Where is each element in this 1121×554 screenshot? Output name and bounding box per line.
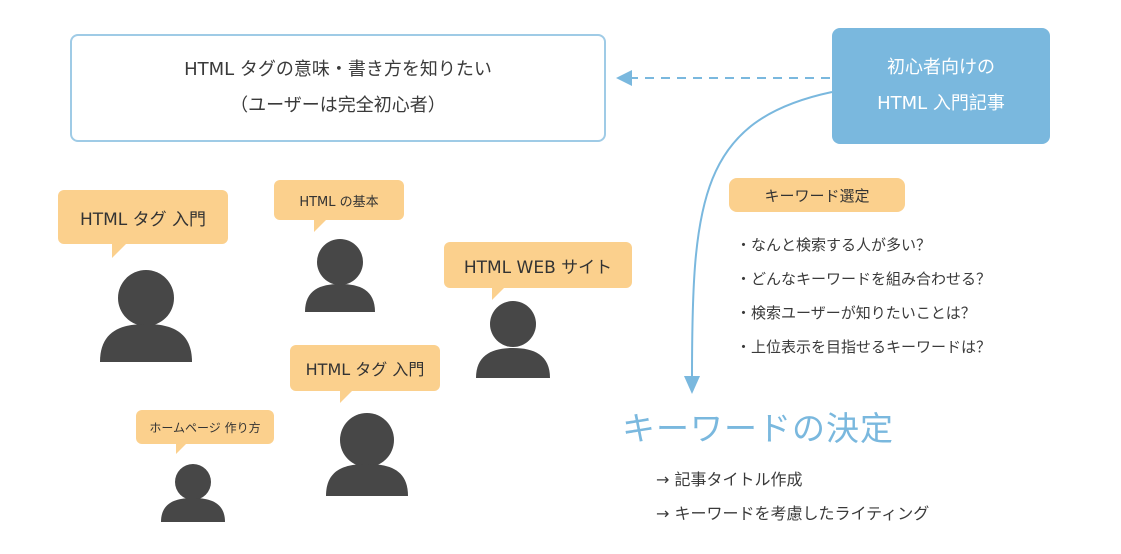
person-icon — [326, 413, 408, 496]
keyword-decision-title: キーワードの決定 — [622, 409, 894, 448]
user-goal-line2: （ユーザーは完全初心者） — [230, 95, 446, 116]
dashed-arrow-head — [616, 70, 632, 86]
search-bubble: HTML WEB サイト — [444, 242, 632, 288]
outcome-item: → キーワードを考慮したライティング — [656, 504, 930, 523]
search-bubble-label: HTML タグ 入門 — [79, 209, 207, 230]
bubble-tail — [112, 244, 126, 258]
search-bubble-label: ホームページ 作り方 — [149, 420, 261, 435]
bubble-tail — [314, 220, 326, 232]
person-icon — [161, 464, 225, 522]
curved-arrow-head — [684, 376, 700, 394]
search-bubble: HTML タグ 入門 — [290, 345, 440, 391]
article-line1: 初心者向けの — [887, 57, 995, 78]
search-bubble-label: HTML WEB サイト — [463, 257, 613, 278]
keyword-question-list: ・なんと検索する人が多い？ ・どんなキーワードを組み合わせる？ ・検索ユーザーが… — [736, 228, 991, 364]
search-bubble: HTML タグ 入門 — [58, 190, 228, 244]
person-icon — [305, 239, 375, 312]
outcome-item: → 記事タイトル作成 — [656, 470, 803, 489]
bubble-tail — [340, 391, 352, 403]
list-item: ・どんなキーワードを組み合わせる？ — [736, 270, 992, 288]
list-item: ・なんと検索する人が多い？ — [736, 236, 932, 254]
search-bubble: HTML の基本 — [274, 180, 404, 220]
keyword-selection-label: キーワード選定 — [764, 186, 870, 205]
search-bubble: ホームページ 作り方 — [136, 410, 274, 444]
user-goal-line1: HTML タグの意味・書き方を知りたい — [184, 59, 492, 80]
person-icon — [476, 301, 550, 378]
keyword-selection-tag: キーワード選定 — [729, 178, 905, 212]
bubble-tail — [492, 288, 504, 300]
list-item: ・上位表示を目指せるキーワードは？ — [736, 338, 992, 356]
search-bubble-label: HTML の基本 — [299, 194, 379, 210]
article-box: 初心者向けの HTML 入門記事 — [832, 28, 1050, 144]
curved-arrow-line — [691, 91, 833, 379]
list-item: ・検索ユーザーが知りたいことは？ — [736, 304, 976, 322]
article-line2: HTML 入門記事 — [877, 93, 1005, 114]
bubble-tail — [176, 444, 186, 454]
user-goal-box: HTML タグの意味・書き方を知りたい （ユーザーは完全初心者） — [70, 34, 606, 142]
person-icon — [100, 270, 192, 362]
search-bubble-label: HTML タグ 入門 — [305, 360, 425, 379]
